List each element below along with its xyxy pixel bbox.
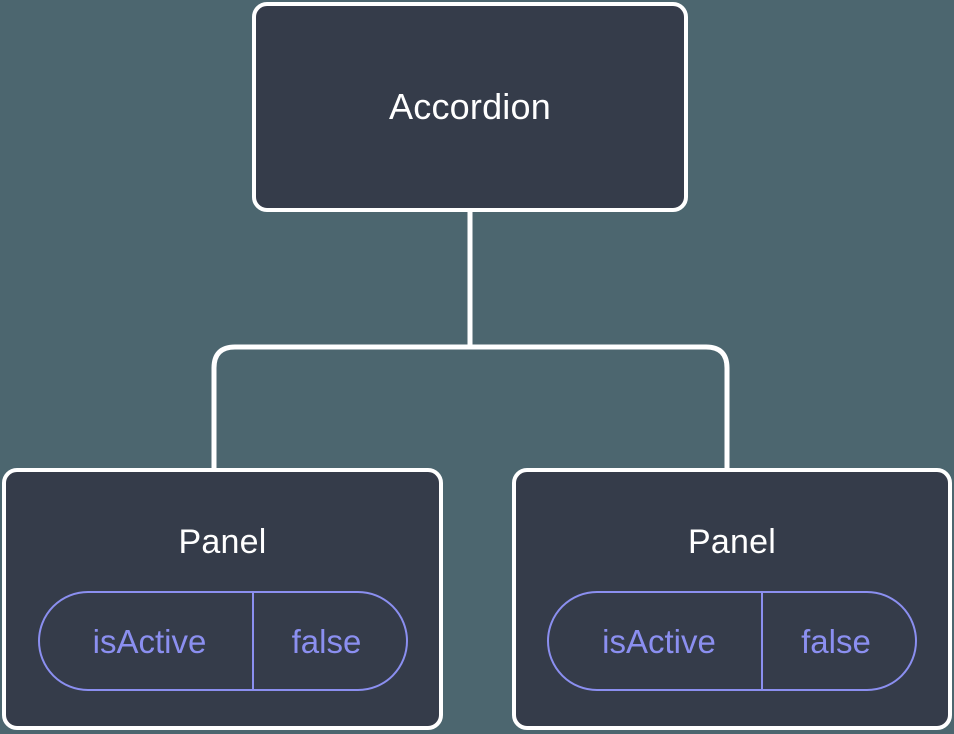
node-accordion-label: Accordion — [389, 86, 551, 127]
node-panel-left[interactable]: Panel isActive false — [2, 468, 443, 730]
node-panel-left-label: Panel — [178, 523, 267, 561]
connector-branch-bar — [211, 344, 730, 470]
prop-pill-left[interactable]: isActive false — [37, 591, 408, 691]
node-accordion[interactable]: Accordion — [252, 2, 688, 212]
prop-key-isactive-right: isActive — [602, 622, 716, 660]
node-panel-right[interactable]: Panel isActive false — [512, 468, 952, 730]
prop-value-isactive-right: false — [761, 593, 915, 689]
prop-key-isactive-left: isActive — [92, 622, 207, 660]
node-panel-right-label: Panel — [688, 523, 776, 561]
prop-pill-right[interactable]: isActive false — [547, 591, 917, 691]
prop-value-isactive-left: false — [251, 593, 406, 689]
